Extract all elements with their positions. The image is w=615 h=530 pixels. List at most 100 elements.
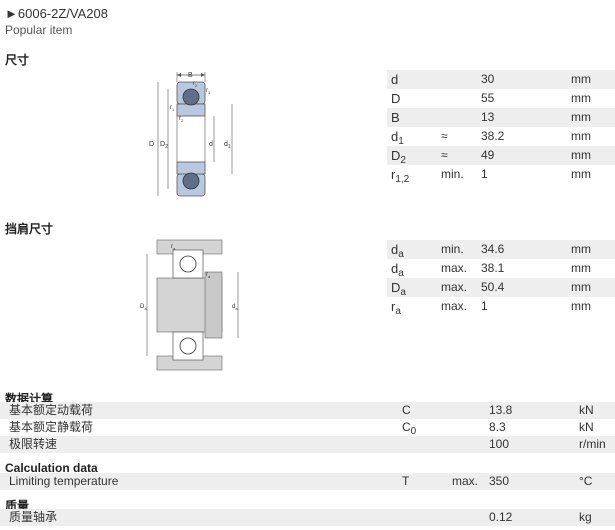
symbol-main: C (402, 420, 411, 434)
param-value: 55 (481, 91, 495, 105)
table-row: d1 ≈38.2 mm (387, 127, 615, 147)
param-value: 50.4 (479, 278, 569, 297)
param-value: 34.6 (479, 240, 569, 259)
param-qualifier (441, 108, 479, 127)
label-d: d (209, 141, 213, 148)
calc-qualifier (452, 436, 489, 453)
param-value: 38.2 (481, 129, 505, 143)
label-d1: d1 (224, 141, 231, 150)
arrow-icon (177, 73, 181, 77)
calc-label: Limiting temperature (0, 473, 399, 490)
symbol-subscript: a (400, 287, 406, 298)
calc-symbol: C0 (399, 419, 452, 437)
calc-value: 100 (489, 436, 579, 453)
symbol-main: D (391, 91, 401, 106)
calc-qualifier (452, 509, 489, 526)
param-qualifier: ≈ (441, 129, 448, 143)
symbol-main: d (391, 72, 399, 87)
param-unit: mm (571, 91, 591, 105)
calc-label: 质量轴承 (0, 509, 399, 526)
label-D2: D2 (160, 141, 168, 150)
symbol-main: B (391, 110, 400, 125)
calc-unit: °C (579, 473, 615, 490)
bearing-cross-section-diagram: B D D2 d d1 r1 r2 r1 r2 (149, 72, 233, 197)
param-qualifier (441, 89, 479, 108)
symbol-subscript: a (395, 306, 401, 317)
param-value: 49 (479, 146, 569, 165)
param-symbol: Da (387, 278, 441, 298)
param-unit: mm (569, 240, 615, 259)
symbol-subscript: 1 (398, 136, 404, 147)
param-unit: mm (571, 261, 591, 275)
product-title: ►6006-2Z/VA208 (5, 6, 108, 21)
section-dimensions-heading: 尺寸 (5, 53, 30, 67)
param-value: 1 (481, 167, 488, 181)
label-B: B (188, 72, 193, 79)
param-symbol: D2 (387, 146, 441, 166)
param-qualifier: max. (441, 261, 468, 275)
title-arrow-icon: ► (5, 6, 18, 21)
symbol-main: T (402, 474, 410, 488)
calc-qualifier (452, 419, 489, 436)
symbol-main: r (391, 299, 396, 314)
calc-qualifier: max. (452, 473, 489, 490)
symbol-main: C (402, 403, 411, 417)
label-ra-shoulder: ra (206, 272, 211, 279)
param-value: 1 (481, 299, 488, 313)
param-qualifier: min. (441, 240, 479, 259)
symbol-main: d (391, 261, 399, 276)
section-abutment-heading: 挡肩尺寸 (5, 222, 54, 236)
symbol-main: d (391, 242, 399, 257)
arrow-icon (201, 73, 205, 77)
param-qualifier: max. (441, 278, 479, 297)
calc-label: 基本额定静载荷 (9, 420, 94, 434)
shaft-shoulder (204, 271, 223, 339)
param-symbol: da (387, 240, 441, 260)
popular-item-label: Popular item (5, 23, 73, 37)
calc-qualifier (452, 402, 489, 419)
calc-value: 13.8 (489, 402, 579, 419)
symbol-subscript: 0 (410, 426, 417, 437)
calc-symbol: C (399, 402, 452, 419)
symbol-subscript: 2 (400, 155, 406, 166)
symbol-main: d (391, 129, 399, 144)
symbol-main: D (391, 280, 401, 295)
product-designation: 6006-2Z/VA208 (17, 6, 108, 21)
param-unit: mm (569, 70, 615, 89)
calc-symbol (399, 436, 452, 453)
calc-label: 基本额定动载荷 (0, 402, 399, 419)
label-r1-inner: r1 (170, 105, 175, 112)
ball-top (182, 88, 200, 106)
param-qualifier: ≈ (441, 146, 479, 165)
calc-unit: kN (579, 420, 594, 434)
param-unit: mm (569, 108, 615, 127)
param-value: 30 (479, 70, 569, 89)
ball-bottom (182, 172, 200, 190)
param-symbol: d (387, 70, 441, 89)
abutment-diagram: Da da ra ra (140, 239, 238, 371)
inner-ring-top (176, 103, 206, 117)
param-symbol: D (387, 89, 441, 108)
calc-value: 350 (489, 473, 579, 490)
inner-ring-bottom (176, 161, 206, 175)
symbol-subscript: a (398, 249, 404, 260)
calc-unit: r/min (579, 436, 615, 453)
label-Da: Da (140, 304, 147, 311)
table-row: D 55 mm (387, 89, 615, 108)
param-unit: mm (571, 129, 591, 143)
param-symbol: ra (387, 297, 441, 317)
param-unit: mm (569, 146, 615, 165)
param-value: 38.1 (481, 261, 505, 275)
label-D: D (149, 141, 154, 148)
